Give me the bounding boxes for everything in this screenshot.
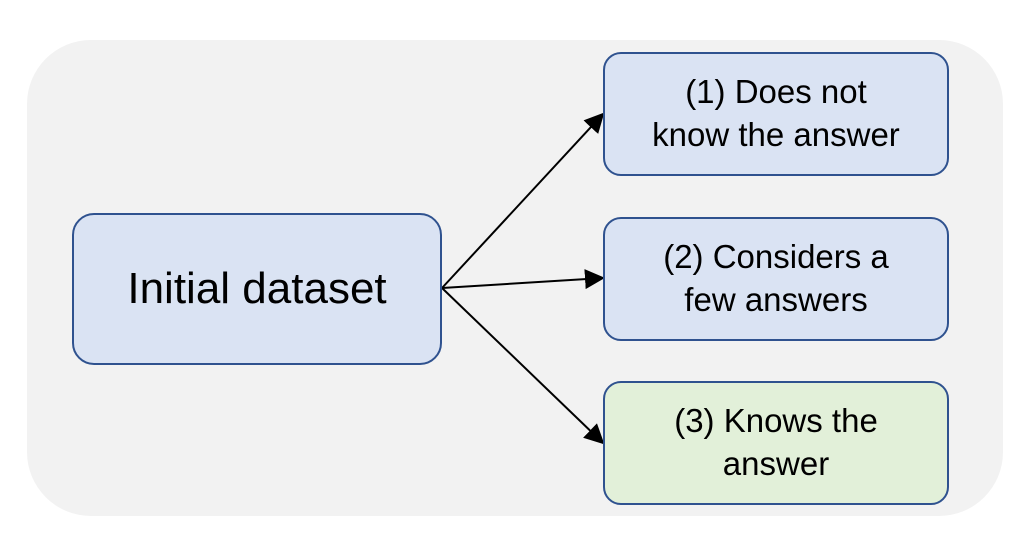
node-considers-few-line2: few answers xyxy=(684,281,868,318)
node-does-not-know: (1) Does not know the answer xyxy=(603,52,949,176)
node-knows-answer-label: (3) Knows the answer xyxy=(658,400,894,486)
node-does-not-know-line2: know the answer xyxy=(652,116,900,153)
node-initial-dataset-label: Initial dataset xyxy=(127,264,387,314)
node-knows-answer: (3) Knows the answer xyxy=(603,381,949,505)
node-considers-few-label: (2) Considers a few answers xyxy=(647,236,905,322)
node-considers-few-line1: (2) Considers a xyxy=(663,238,889,276)
node-initial-dataset: Initial dataset xyxy=(72,213,442,365)
node-considers-few: (2) Considers a few answers xyxy=(603,217,949,341)
node-knows-answer-line1: (3) Knows the xyxy=(674,402,878,440)
node-does-not-know-label: (1) Does not know the answer xyxy=(636,71,916,157)
node-does-not-know-line1: (1) Does not xyxy=(685,73,867,111)
node-knows-answer-line2: answer xyxy=(722,445,830,482)
